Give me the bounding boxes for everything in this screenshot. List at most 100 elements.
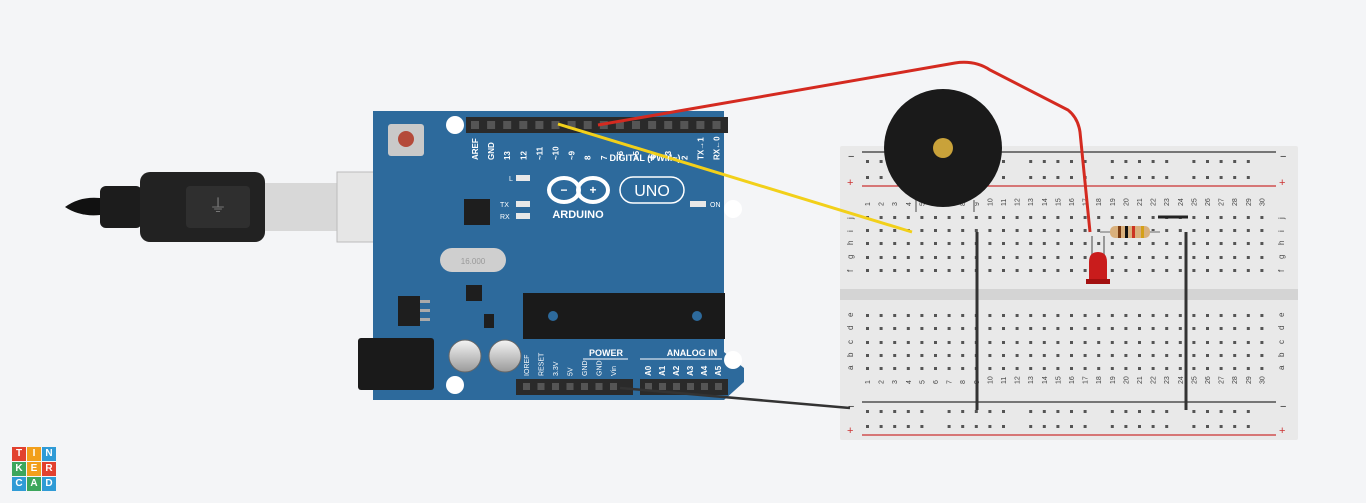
piezo-buzzer[interactable] xyxy=(884,89,1002,212)
grid-hole[interactable] xyxy=(947,216,951,219)
grid-hole[interactable] xyxy=(920,269,924,272)
grid-hole[interactable] xyxy=(1015,216,1019,219)
grid-hole[interactable] xyxy=(1029,269,1033,272)
rail-hole[interactable] xyxy=(1029,425,1033,428)
grid-hole[interactable] xyxy=(934,229,937,232)
grid-hole[interactable] xyxy=(1260,354,1264,357)
grid-hole[interactable] xyxy=(866,367,869,370)
rail-hole[interactable] xyxy=(1070,425,1073,428)
grid-hole[interactable] xyxy=(1002,314,1005,317)
grid-hole[interactable] xyxy=(1083,367,1087,370)
grid-hole[interactable] xyxy=(893,242,897,245)
rail-hole[interactable] xyxy=(1151,425,1155,428)
rail-hole[interactable] xyxy=(1029,160,1033,163)
grid-hole[interactable] xyxy=(1083,216,1087,219)
grid-hole[interactable] xyxy=(866,269,869,272)
rail-hole[interactable] xyxy=(1246,160,1250,163)
rail-hole[interactable] xyxy=(920,410,924,413)
rail-hole[interactable] xyxy=(1042,410,1046,413)
grid-hole[interactable] xyxy=(1246,354,1250,357)
grid-hole[interactable] xyxy=(1192,269,1196,272)
grid-hole[interactable] xyxy=(1002,269,1005,272)
grid-hole[interactable] xyxy=(1097,216,1101,219)
grid-hole[interactable] xyxy=(1097,327,1101,330)
grid-hole[interactable] xyxy=(1206,367,1209,370)
grid-hole[interactable] xyxy=(1083,269,1087,272)
grid-hole[interactable] xyxy=(961,327,965,330)
rail-hole[interactable] xyxy=(961,410,965,413)
grid-hole[interactable] xyxy=(1029,341,1033,344)
grid-hole[interactable] xyxy=(1029,314,1033,317)
grid-hole[interactable] xyxy=(920,216,924,219)
digital-pin[interactable] xyxy=(664,121,673,129)
grid-hole[interactable] xyxy=(893,314,897,317)
grid-hole[interactable] xyxy=(1260,242,1264,245)
grid-hole[interactable] xyxy=(947,314,951,317)
grid-hole[interactable] xyxy=(1110,216,1114,219)
grid-hole[interactable] xyxy=(1165,354,1169,357)
grid-hole[interactable] xyxy=(1083,242,1087,245)
rail-hole[interactable] xyxy=(866,160,869,163)
rail-hole[interactable] xyxy=(947,410,951,413)
grid-hole[interactable] xyxy=(893,327,897,330)
grid-hole[interactable] xyxy=(988,341,992,344)
grid-hole[interactable] xyxy=(1192,341,1196,344)
power-pin[interactable] xyxy=(566,383,574,390)
grid-hole[interactable] xyxy=(879,269,883,272)
grid-hole[interactable] xyxy=(1219,269,1223,272)
rail-hole[interactable] xyxy=(988,410,992,413)
grid-hole[interactable] xyxy=(920,354,924,357)
rail-hole[interactable] xyxy=(1246,410,1250,413)
digital-pin[interactable] xyxy=(567,121,576,129)
grid-hole[interactable] xyxy=(1110,269,1114,272)
grid-hole[interactable] xyxy=(1110,354,1114,357)
analog-pin[interactable] xyxy=(715,383,722,390)
grid-hole[interactable] xyxy=(1124,269,1128,272)
power-pin[interactable] xyxy=(523,383,530,390)
grid-hole[interactable] xyxy=(1029,367,1033,370)
grid-hole[interactable] xyxy=(1219,341,1223,344)
grid-hole[interactable] xyxy=(1110,367,1114,370)
grid-hole[interactable] xyxy=(866,242,869,245)
grid-hole[interactable] xyxy=(1206,341,1209,344)
digital-pin[interactable] xyxy=(471,121,479,129)
grid-hole[interactable] xyxy=(920,341,924,344)
grid-hole[interactable] xyxy=(1083,314,1087,317)
grid-hole[interactable] xyxy=(1246,216,1250,219)
analog-pin[interactable] xyxy=(687,383,694,390)
rail-hole[interactable] xyxy=(1165,176,1169,179)
rail-hole[interactable] xyxy=(1110,160,1114,163)
grid-hole[interactable] xyxy=(1029,242,1033,245)
grid-hole[interactable] xyxy=(1178,242,1182,245)
rail-hole[interactable] xyxy=(1029,176,1033,179)
grid-hole[interactable] xyxy=(1206,327,1209,330)
grid-hole[interactable] xyxy=(1015,314,1019,317)
digital-pin[interactable] xyxy=(632,121,640,129)
grid-hole[interactable] xyxy=(1070,327,1073,330)
rail-hole[interactable] xyxy=(1192,160,1196,163)
grid-hole[interactable] xyxy=(1246,327,1250,330)
grid-hole[interactable] xyxy=(1110,341,1114,344)
rail-hole[interactable] xyxy=(1246,425,1250,428)
grid-hole[interactable] xyxy=(961,314,965,317)
grid-hole[interactable] xyxy=(1002,341,1005,344)
grid-hole[interactable] xyxy=(906,341,910,344)
rail-hole[interactable] xyxy=(1206,160,1209,163)
grid-hole[interactable] xyxy=(1206,314,1209,317)
grid-hole[interactable] xyxy=(1097,242,1101,245)
rail-hole[interactable] xyxy=(1165,160,1169,163)
grid-hole[interactable] xyxy=(1151,354,1155,357)
grid-hole[interactable] xyxy=(906,327,910,330)
rail-hole[interactable] xyxy=(1042,176,1046,179)
grid-hole[interactable] xyxy=(934,256,937,259)
rail-hole[interactable] xyxy=(866,410,869,413)
grid-hole[interactable] xyxy=(1246,314,1250,317)
rail-hole[interactable] xyxy=(1138,425,1141,428)
grid-hole[interactable] xyxy=(1029,256,1033,259)
grid-hole[interactable] xyxy=(893,367,897,370)
rail-hole[interactable] xyxy=(1138,160,1141,163)
grid-hole[interactable] xyxy=(879,314,883,317)
rail-hole[interactable] xyxy=(974,425,978,428)
grid-hole[interactable] xyxy=(1097,314,1101,317)
